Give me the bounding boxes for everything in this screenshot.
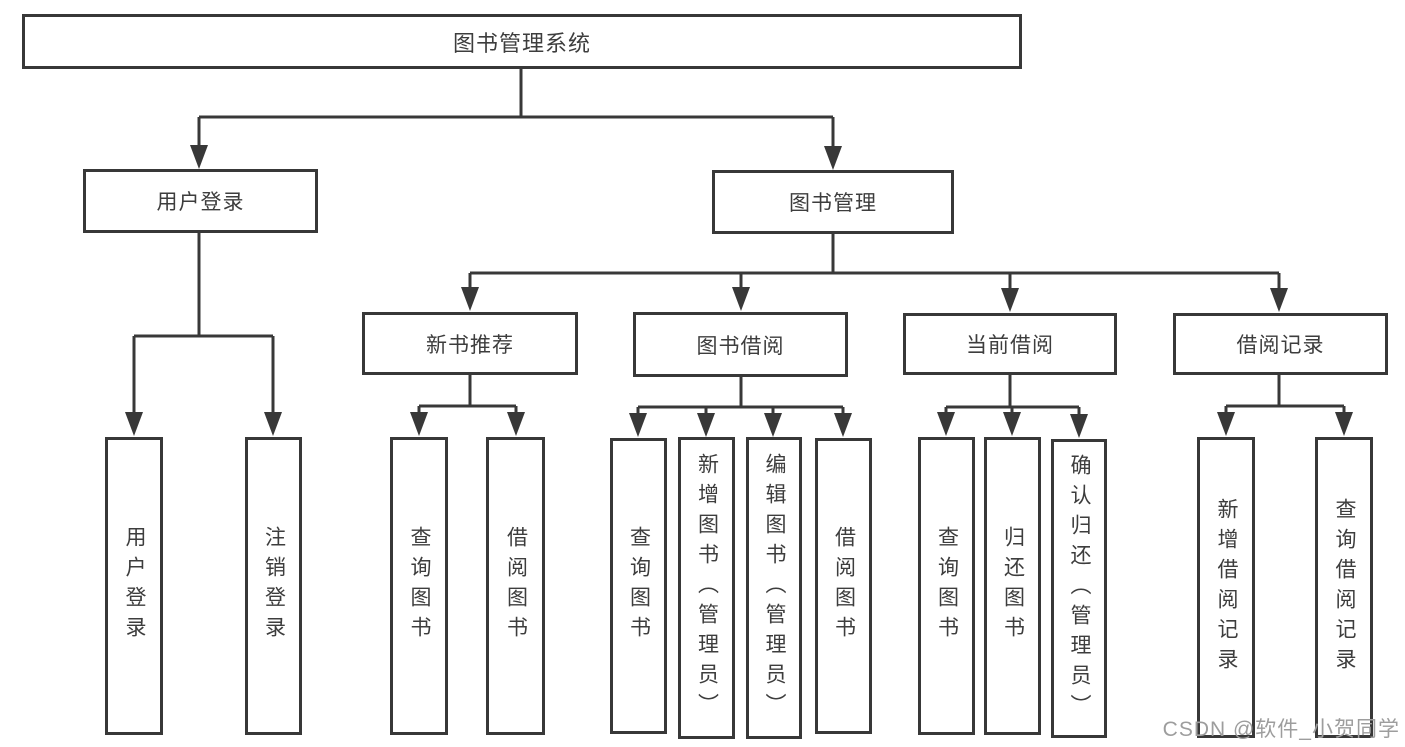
- leaf-add-borrow-record: 新增借阅记录: [1197, 437, 1255, 738]
- arrow-down-icon: [834, 413, 852, 437]
- arrow-down-icon: [1270, 288, 1288, 312]
- leaf-label: 借阅图书: [504, 526, 528, 646]
- connector-root-to-level2: [197, 69, 835, 153]
- leaf-query-books: 查询图书: [918, 437, 975, 735]
- leaf-query-books: 查询图书: [610, 438, 667, 734]
- csdn-watermark: CSDN @软件_小贺同学: [1162, 718, 1400, 741]
- leaf-add-book-admin: 新增图书（管理员）: [678, 437, 735, 739]
- leaf-logout: 注销登录: [245, 437, 302, 735]
- leaf-query-borrow-record: 查询借阅记录: [1315, 437, 1373, 738]
- leaf-label: 新增图书（管理员）: [695, 453, 719, 723]
- leaf-label: 编辑图书（管理员）: [763, 453, 787, 723]
- arrow-down-icon: [461, 287, 479, 311]
- arrow-down-icon: [1070, 414, 1088, 438]
- arrow-down-icon: [764, 413, 782, 437]
- arrow-down-icon: [937, 412, 955, 436]
- arrow-down-icon: [264, 412, 282, 436]
- arrow-down-icon: [629, 413, 647, 437]
- arrow-down-icon: [410, 412, 428, 436]
- arrow-down-icon: [1335, 412, 1353, 436]
- node-book-management: 图书管理: [712, 170, 954, 234]
- arrow-down-icon: [190, 145, 208, 169]
- leaf-label: 用户登录: [123, 526, 147, 646]
- leaf-label: 查询图书: [408, 526, 432, 646]
- node-new-book-recommend: 新书推荐: [362, 312, 578, 375]
- leaf-label: 注销登录: [262, 526, 286, 646]
- leaf-label: 借阅图书: [832, 526, 856, 646]
- arrow-down-icon: [697, 413, 715, 437]
- leaf-label: 新增借阅记录: [1215, 497, 1239, 678]
- arrow-down-icon: [507, 412, 525, 436]
- connector-borrow-to-children: [636, 377, 845, 422]
- leaf-edit-book-admin: 编辑图书（管理员）: [746, 437, 802, 739]
- connector-records-to-children: [1224, 375, 1346, 421]
- leaf-borrow-books: 借阅图书: [486, 437, 545, 735]
- node-borrowing-records: 借阅记录: [1173, 313, 1388, 375]
- connector-userlogin-to-children: [132, 233, 275, 420]
- leaf-label: 查询图书: [935, 526, 959, 646]
- node-user-login: 用户登录: [83, 169, 318, 233]
- arrow-down-icon: [824, 146, 842, 170]
- leaf-user-login: 用户登录: [105, 437, 163, 735]
- arrow-down-icon: [732, 287, 750, 311]
- leaf-confirm-return-admin: 确认归还（管理员）: [1051, 439, 1107, 738]
- arrow-down-icon: [125, 412, 143, 436]
- arrow-down-icon: [1001, 288, 1019, 312]
- leaf-label: 查询图书: [627, 526, 651, 646]
- connector-bookmgmt-to-level3: [468, 234, 1281, 297]
- connector-recommend-to-children: [417, 375, 518, 421]
- leaf-query-books: 查询图书: [390, 437, 448, 735]
- node-book-borrowing: 图书借阅: [633, 312, 848, 377]
- leaf-return-books: 归还图书: [984, 437, 1041, 735]
- arrow-down-icon: [1003, 412, 1021, 436]
- arrow-down-icon: [1217, 412, 1235, 436]
- leaf-label: 确认归还（管理员）: [1068, 453, 1092, 724]
- arrowheads: [125, 145, 1353, 438]
- leaf-borrow-books: 借阅图书: [815, 438, 872, 734]
- node-current-borrowing: 当前借阅: [903, 313, 1117, 375]
- node-library-system: 图书管理系统: [22, 14, 1022, 69]
- leaf-label: 查询借阅记录: [1333, 497, 1357, 678]
- leaf-label: 归还图书: [1001, 526, 1025, 646]
